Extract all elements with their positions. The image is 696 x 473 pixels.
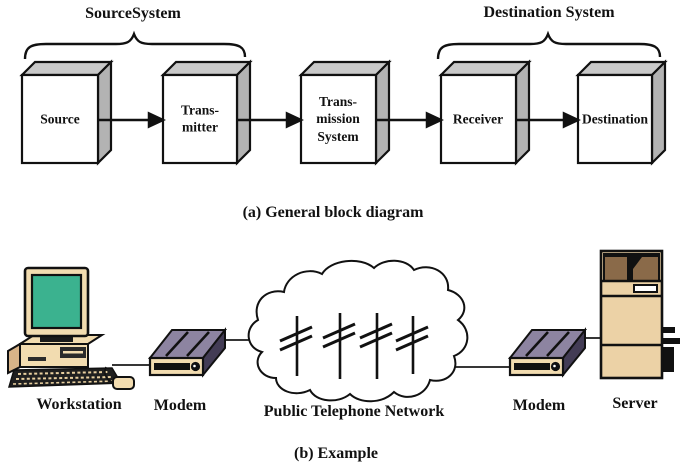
braces <box>23 30 662 60</box>
caption-part-b: (b) Example <box>294 445 378 462</box>
telephone-pole-icons <box>279 313 429 379</box>
block-transmission-system <box>298 59 392 166</box>
modem-left-icon <box>148 328 227 377</box>
modem-left-label: Modem <box>153 397 207 414</box>
destination-system-brace <box>436 30 662 60</box>
arrow-source-transmitter <box>98 111 166 129</box>
server-icon <box>599 249 680 380</box>
block-source <box>19 59 114 166</box>
source-system-brace <box>23 30 247 60</box>
workstation-icon <box>7 266 135 390</box>
caption-part-a: (a) General block diagram <box>242 204 424 221</box>
server-label: Server <box>612 395 658 412</box>
block-label-transmitter: Trans- mitter <box>180 102 220 135</box>
public-telephone-network-cloud-icon <box>247 259 469 403</box>
source-system-label: SourceSystem <box>85 5 181 22</box>
arrow-transmitter-transmission <box>237 111 304 129</box>
workstation-label: Workstation <box>36 396 122 413</box>
modem-right-icon <box>508 328 587 377</box>
modem-right-label: Modem <box>512 397 566 414</box>
block-transmitter <box>160 59 253 166</box>
blocks <box>19 59 668 166</box>
block-label-receiver: Receiver <box>452 111 504 127</box>
arrow-receiver-destination <box>516 111 581 129</box>
arrow-transmission-receiver <box>376 111 444 129</box>
block-label-destination: Destination <box>581 111 649 127</box>
block-label-transmission-system: Trans- mission System <box>316 94 360 144</box>
block-receiver <box>438 59 532 166</box>
flow-arrows <box>98 111 581 129</box>
block-label-source: Source <box>40 111 80 127</box>
block-destination <box>575 59 668 166</box>
public-telephone-network-label: Public Telephone Network <box>263 403 445 420</box>
destination-system-label: Destination System <box>483 4 615 21</box>
